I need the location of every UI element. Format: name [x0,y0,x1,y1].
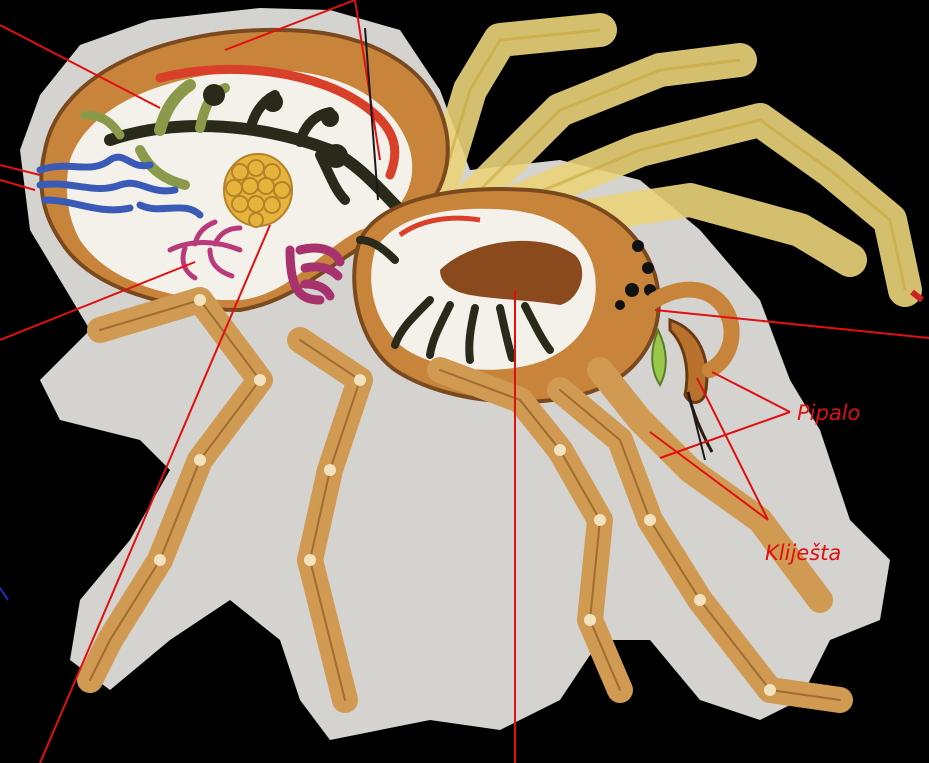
gut-node [321,109,339,127]
gut-node [203,84,225,106]
label-pipalo: Pipalo [797,401,860,425]
label-klijesta: Kliješta [765,541,841,565]
gut-node [324,144,348,168]
ovary [224,154,292,227]
gut-node [263,92,283,112]
